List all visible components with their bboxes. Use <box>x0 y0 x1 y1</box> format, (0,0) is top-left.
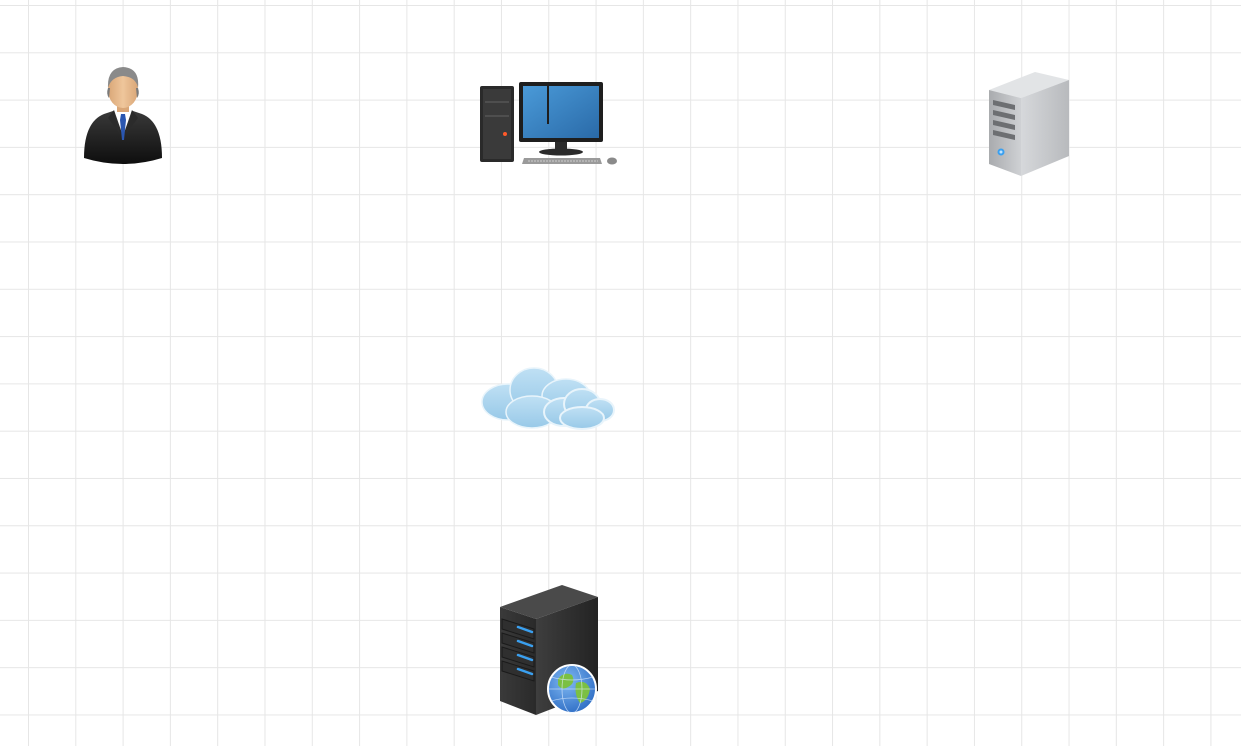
businessman-icon[interactable] <box>80 62 166 168</box>
tower-server-icon[interactable] <box>985 70 1073 178</box>
desktop-computer-icon[interactable] <box>478 80 620 168</box>
cloud-icon[interactable] <box>478 364 618 434</box>
web-server-icon[interactable] <box>496 583 600 717</box>
